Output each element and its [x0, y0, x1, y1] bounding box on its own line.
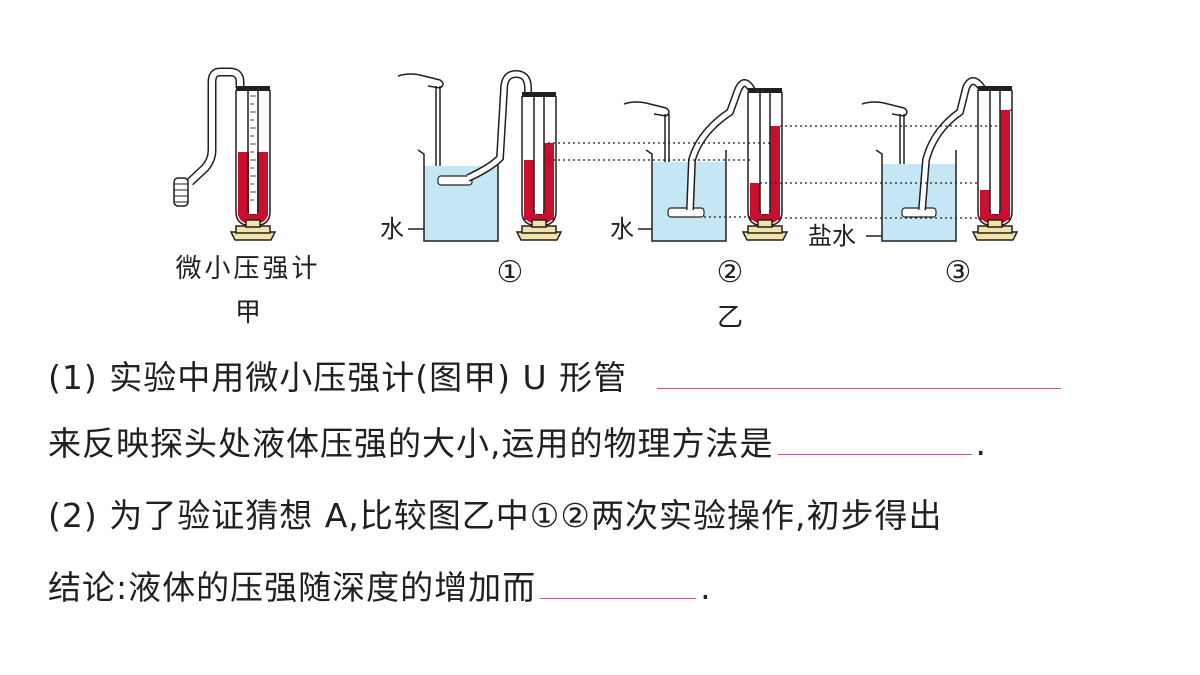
- setup-2: [623, 79, 788, 242]
- question-2-text-a: (2) 为了验证猜想 A,比较图乙中①②两次实验操作,初步得出: [48, 496, 943, 535]
- answer-blank-1[interactable]: [657, 358, 1062, 389]
- question-1-period: .: [975, 424, 987, 463]
- water-label-1: 水: [380, 215, 404, 243]
- answer-blank-2[interactable]: [777, 424, 972, 455]
- question-2-period: .: [700, 568, 712, 607]
- brine-label: 盐水: [808, 222, 856, 250]
- yi-caption: 乙: [717, 303, 743, 333]
- setup-1: [397, 69, 562, 242]
- circled-label-1: ①: [497, 255, 524, 290]
- question-1-line-2: 来反映探头处液体压强的大小,运用的物理方法是.: [48, 424, 1158, 464]
- question-1-text-b: 来反映探头处液体压强的大小,运用的物理方法是: [48, 424, 774, 463]
- setup-3: [861, 77, 1018, 242]
- answer-blank-3[interactable]: [540, 568, 697, 599]
- pressure-experiment-figure: 微小压强计 甲 水 水 盐水 ① ② ③ 乙: [173, 67, 1018, 333]
- circled-label-2: ②: [717, 255, 744, 290]
- manometer-jia: [173, 67, 276, 241]
- circled-label-3: ③: [945, 255, 972, 290]
- jia-caption-line1: 微小压强计: [175, 254, 320, 284]
- question-2-line-2: 结论:液体的压强随深度的增加而.: [48, 568, 1158, 608]
- level-guide-lines: [548, 109, 1012, 219]
- jia-caption-line2: 甲: [235, 298, 261, 328]
- question-1-text-a: (1) 实验中用微小压强计(图甲) U 形管: [48, 358, 628, 397]
- question-2-text-b: 结论:液体的压强随深度的增加而: [48, 568, 537, 607]
- question-2-line-1: (2) 为了验证猜想 A,比较图乙中①②两次实验操作,初步得出: [48, 496, 1158, 536]
- water-label-2: 水: [610, 215, 634, 243]
- question-1-line-1: (1) 实验中用微小压强计(图甲) U 形管: [48, 358, 1158, 398]
